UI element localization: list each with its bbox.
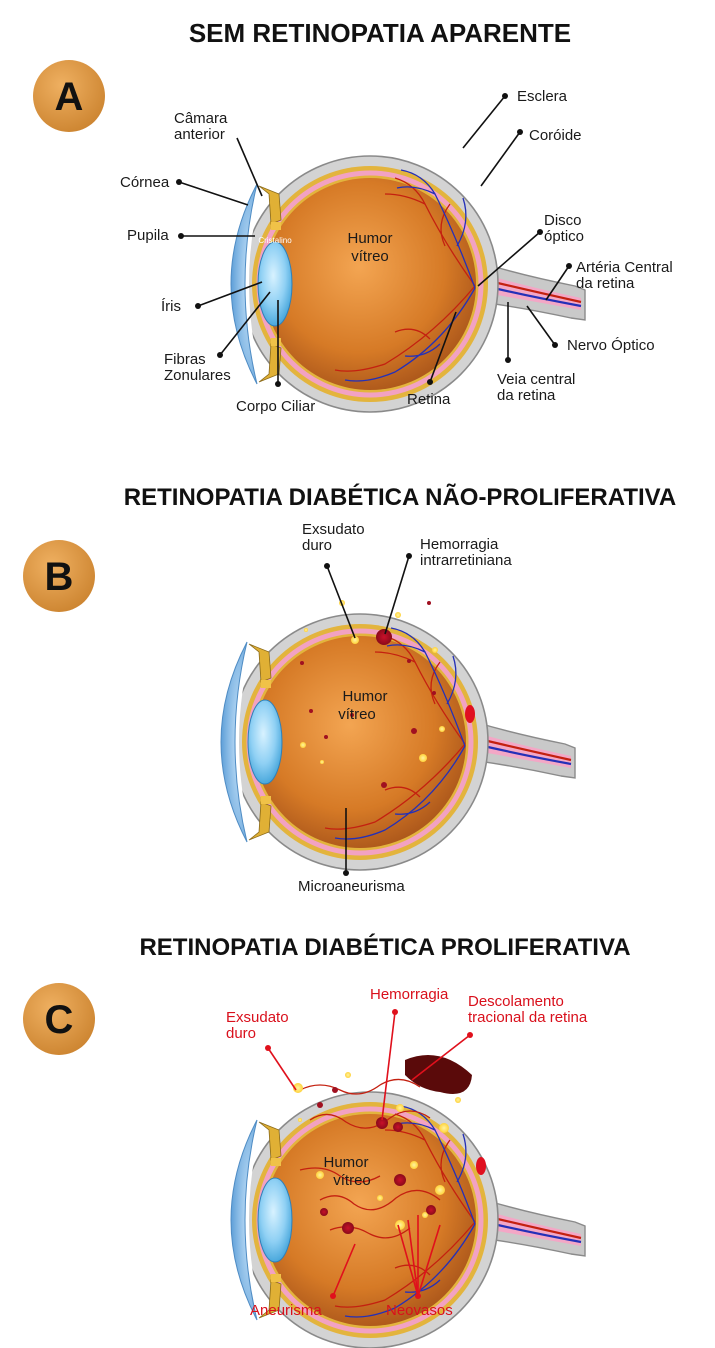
eye-npdr-illustration bbox=[221, 614, 575, 870]
panel-b: RETINOPATIA DIABÉTICA NÃO-PROLIFERATIVA … bbox=[23, 483, 676, 895]
descolamento-label-1: Descolamento bbox=[468, 993, 564, 1010]
humor-label-c1: Humor bbox=[323, 1154, 368, 1171]
coroide-label: Coróide bbox=[529, 127, 582, 144]
humor-label-a1: Humor bbox=[347, 230, 392, 247]
veia-label-2: da retina bbox=[497, 387, 556, 404]
humor-label-b2: vítreo bbox=[338, 706, 376, 723]
veia-label-1: Veia central bbox=[497, 371, 575, 388]
hemorragia-c-label: Hemorragia bbox=[370, 986, 449, 1003]
panel-b-badge-letter: B bbox=[45, 555, 74, 599]
panel-c-badge-letter: C bbox=[45, 998, 74, 1042]
cornea-label: Córnea bbox=[120, 174, 170, 191]
fibras-label-1: Fibras bbox=[164, 351, 206, 368]
exsudato-c-label-2: duro bbox=[226, 1025, 256, 1042]
descolamento-label-2: tracional da retina bbox=[468, 1009, 588, 1026]
panel-a-title: SEM RETINOPATIA APARENTE bbox=[189, 18, 571, 48]
disco-label-1: Disco bbox=[544, 212, 582, 229]
corpo-ciliar-label: Corpo Ciliar bbox=[236, 398, 315, 415]
humor-label-b1: Humor bbox=[342, 688, 387, 705]
panel-a-badge-letter: A bbox=[55, 75, 84, 119]
neovasos-label: Neovasos bbox=[386, 1302, 453, 1319]
disco-label-2: óptico bbox=[544, 228, 584, 245]
arteria-label-2: da retina bbox=[576, 275, 635, 292]
panel-c-title: RETINOPATIA DIABÉTICA PROLIFERATIVA bbox=[139, 933, 630, 961]
iris-label: Íris bbox=[161, 298, 181, 315]
arteria-label-1: Artéria Central bbox=[576, 259, 673, 276]
nervo-label: Nervo Óptico bbox=[567, 337, 655, 354]
camara-label-2: anterior bbox=[174, 126, 225, 143]
hemorragia-b-label-2: intrarretiniana bbox=[420, 552, 512, 569]
exsudato-c-label-1: Exsudato bbox=[226, 1009, 289, 1026]
hemorragia-b-label-1: Hemorragia bbox=[420, 536, 499, 553]
exsudato-b-label-1: Exsudato bbox=[302, 521, 365, 538]
exsudato-b-label-2: duro bbox=[302, 537, 332, 554]
panel-a: SEM RETINOPATIA APARENTE A Cristalino Hu… bbox=[33, 18, 673, 415]
panel-b-title: RETINOPATIA DIABÉTICA NÃO-PROLIFERATIVA bbox=[124, 483, 676, 511]
aneurisma-label: Aneurisma bbox=[250, 1302, 322, 1319]
humor-label-a2: vítreo bbox=[351, 248, 389, 265]
humor-label-c2: vítreo bbox=[333, 1172, 371, 1189]
panel-c: RETINOPATIA DIABÉTICA PROLIFERATIVA C bbox=[23, 933, 631, 1348]
cristalino-label: Cristalino bbox=[258, 236, 292, 245]
retina-label: Retina bbox=[407, 391, 451, 408]
microaneurisma-label: Microaneurisma bbox=[298, 878, 405, 895]
esclera-label: Esclera bbox=[517, 88, 568, 105]
fibras-label-2: Zonulares bbox=[164, 367, 231, 384]
camara-label-1: Câmara bbox=[174, 110, 228, 127]
retinal-detachment bbox=[405, 1055, 472, 1094]
pupila-label: Pupila bbox=[127, 227, 169, 244]
